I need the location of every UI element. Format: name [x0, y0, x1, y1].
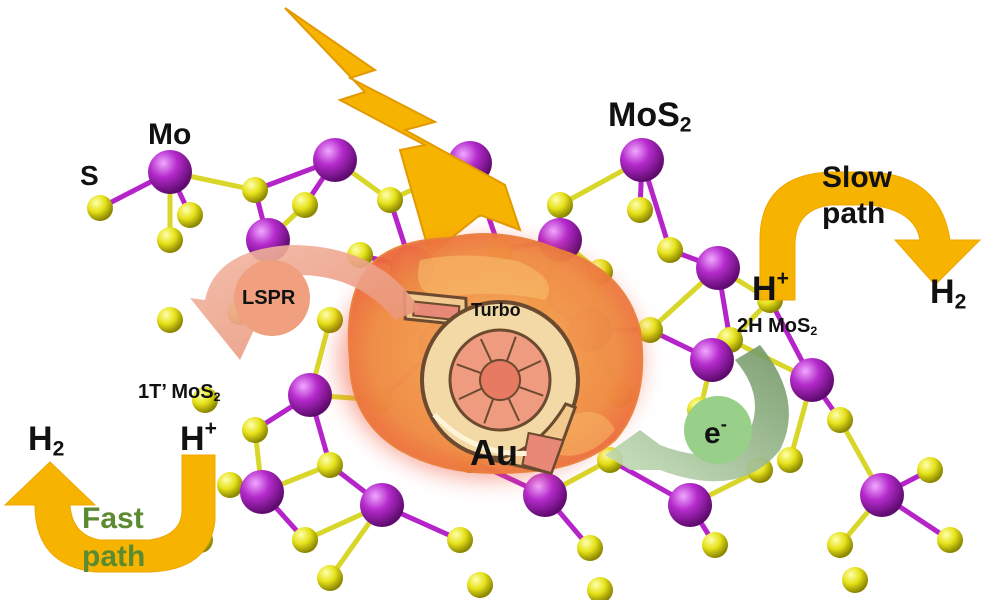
phase-2h-label: 2H MoS2 — [737, 315, 818, 339]
mo-atom — [690, 338, 734, 382]
lspr-circle — [234, 260, 310, 336]
s-atom — [317, 452, 343, 478]
s-atom — [777, 447, 803, 473]
s-atom — [192, 387, 218, 413]
s-atom — [292, 192, 318, 218]
electron-circle — [684, 396, 752, 464]
s-atom — [587, 577, 613, 600]
h-plus-left-label: H+ — [180, 417, 217, 458]
mo-atom — [620, 138, 664, 182]
h-plus-right-label: H+ — [752, 267, 789, 308]
s-atom — [827, 407, 853, 433]
mos2-label: MoS2 — [608, 96, 692, 137]
mo-atom — [360, 483, 404, 527]
mo-atom — [668, 483, 712, 527]
mo-atom — [523, 473, 567, 517]
s-atom — [937, 527, 963, 553]
mo-atom — [240, 470, 284, 514]
fast-path-arrow — [3, 454, 216, 573]
s-atom — [87, 195, 113, 221]
mo-atom — [313, 138, 357, 182]
s-label: S — [80, 160, 99, 191]
mo-atom — [790, 358, 834, 402]
s-atom — [637, 317, 663, 343]
s-atom — [157, 227, 183, 253]
mo-atom — [696, 246, 740, 290]
mo-atom — [288, 373, 332, 417]
lspr-label: LSPR — [242, 287, 296, 309]
s-atom — [177, 202, 203, 228]
s-atom — [242, 417, 268, 443]
slow-path-arrow — [759, 171, 982, 301]
s-atom — [317, 307, 343, 333]
fast-path-label: Fast path — [82, 502, 146, 573]
s-atom — [157, 307, 183, 333]
s-atom — [577, 535, 603, 561]
s-atom — [242, 177, 268, 203]
h2-right-label: H2 — [930, 273, 967, 314]
phase-1t-label: 1T’ MoS2 — [138, 381, 221, 405]
electron-label: e- — [704, 413, 727, 451]
s-atom — [292, 527, 318, 553]
s-atom — [547, 192, 573, 218]
turbo-icon — [402, 290, 580, 475]
s-atom — [842, 567, 868, 593]
s-atom — [917, 457, 943, 483]
s-atom — [657, 237, 683, 263]
mo-atom — [860, 473, 904, 517]
slow-path-label: Slow path — [822, 161, 893, 230]
s-atom — [627, 197, 653, 223]
s-atom — [827, 532, 853, 558]
s-atom — [317, 565, 343, 591]
s-atom — [217, 472, 243, 498]
au-label: Au — [470, 432, 518, 473]
s-atom — [377, 187, 403, 213]
s-atom — [467, 572, 493, 598]
mo-atom — [148, 150, 192, 194]
s-atom — [447, 527, 473, 553]
turbo-label: Turbo — [471, 300, 521, 320]
light-lightning-bolt — [284, 7, 522, 257]
mo-label: Mo — [148, 118, 192, 151]
h2-left-label: H2 — [28, 420, 65, 461]
s-atom — [702, 532, 728, 558]
